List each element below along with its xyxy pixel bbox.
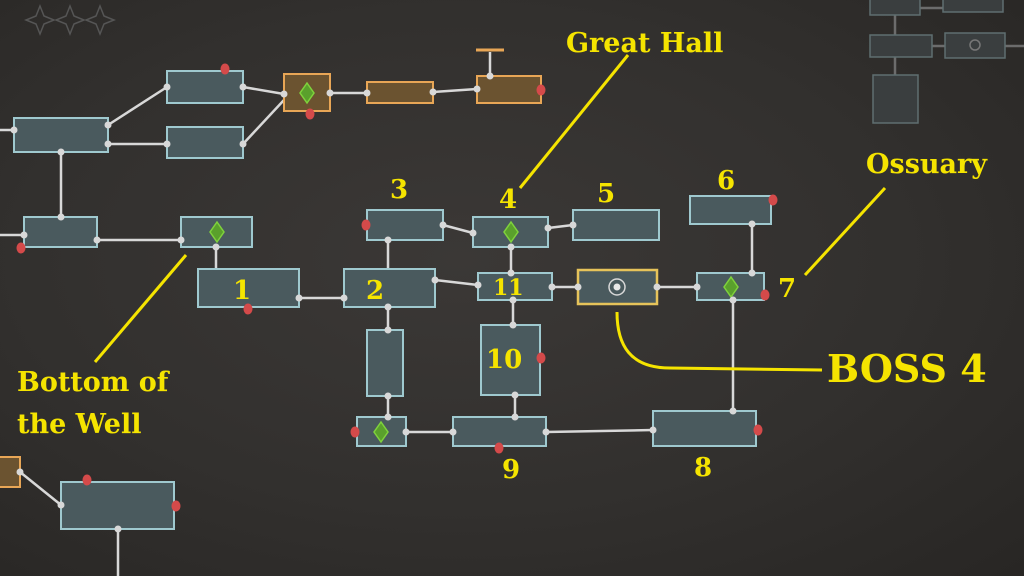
- room[interactable]: [13, 117, 109, 153]
- room-label-4: 4: [499, 185, 517, 215]
- room-5[interactable]: [572, 209, 660, 241]
- room-label-7: 7: [778, 274, 796, 304]
- room-9[interactable]: [452, 416, 547, 447]
- room-explored[interactable]: [476, 75, 542, 104]
- annotation-lines: [93, 54, 887, 372]
- room-6[interactable]: [689, 195, 772, 225]
- connection-nodes: [10, 72, 756, 533]
- ornament-icons: [23, 3, 117, 37]
- room-faded: [944, 32, 1006, 59]
- room-label-10: 10: [486, 345, 522, 375]
- bottom-of-well-label-line2: the Well: [17, 409, 142, 440]
- room[interactable]: [60, 481, 175, 530]
- great-hall-label: Great Hall: [566, 28, 723, 59]
- room-explored[interactable]: [366, 81, 434, 104]
- room[interactable]: [166, 126, 244, 159]
- boss-4-label: BOSS 4: [827, 346, 987, 391]
- rooms: [0, 0, 1006, 530]
- save-diamond-icon: [373, 420, 389, 444]
- save-point-icons: [209, 81, 739, 444]
- locked-door-icons: [16, 63, 778, 512]
- save-diamond-icon: [299, 81, 315, 105]
- save-diamond-icon: [723, 275, 739, 299]
- room-label-5: 5: [597, 179, 615, 209]
- room-faded: [872, 74, 919, 124]
- save-diamond-icon: [209, 220, 225, 244]
- room-10[interactable]: [480, 324, 541, 396]
- boss-marker-icon: [608, 39, 981, 296]
- room-label-1: 1: [233, 276, 251, 306]
- room-faded: [869, 34, 933, 58]
- bottom-of-well-label-line1: Bottom of: [17, 367, 171, 398]
- room-label-6: 6: [717, 166, 735, 196]
- room-2[interactable]: [343, 268, 436, 308]
- room-faded: [942, 0, 1004, 13]
- room-3[interactable]: [366, 209, 444, 241]
- room[interactable]: [366, 329, 404, 397]
- room-faded: [869, 0, 921, 16]
- room[interactable]: [166, 70, 244, 104]
- room-label-9: 9: [502, 455, 520, 485]
- room-number-labels: 1 2 3 4 5 6 7 8 9 10 11: [233, 166, 796, 485]
- save-diamond-icon: [503, 220, 519, 244]
- area-labels: Great Hall Ossuary Bottom of the Well BO…: [17, 28, 988, 440]
- corridors: [0, 6, 1024, 576]
- room[interactable]: [23, 216, 98, 248]
- room-8[interactable]: [652, 410, 757, 447]
- ossuary-label: Ossuary: [866, 149, 988, 180]
- room-label-11: 11: [493, 275, 524, 301]
- room-label-3: 3: [390, 175, 408, 205]
- room-label-2: 2: [366, 276, 384, 306]
- room-label-8: 8: [694, 453, 712, 483]
